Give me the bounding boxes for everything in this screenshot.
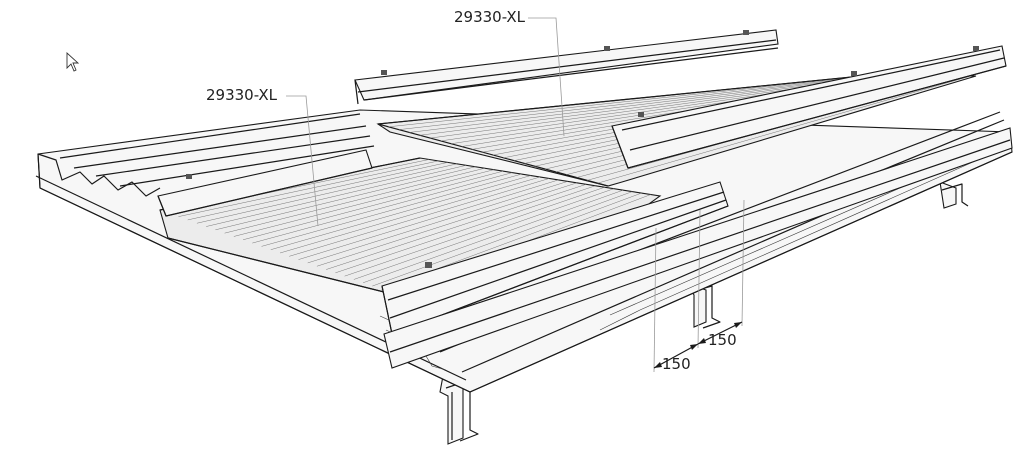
part-label-upper: 29330-XL (454, 8, 526, 26)
panel-rib (353, 188, 614, 280)
panel-rib (307, 181, 568, 264)
panel-rib (335, 185, 596, 274)
upper-right-capping (611, 45, 1007, 169)
panel-rib (233, 169, 494, 237)
panel-rib (362, 189, 624, 284)
panel-rib (388, 75, 868, 128)
panel-rib (270, 175, 531, 250)
steel-beam-back (939, 181, 969, 209)
panel-rib (326, 184, 587, 270)
panel-rib (316, 182, 577, 267)
panel-rib (215, 166, 476, 231)
panel-rib (372, 191, 633, 287)
panel-rib (279, 176, 541, 254)
panel-rib (597, 75, 971, 184)
panel-rib (187, 162, 448, 221)
panel-rib (243, 170, 504, 241)
arrow-cursor-icon (66, 51, 80, 72)
panel-rib (252, 172, 513, 244)
panel-rib (261, 173, 522, 247)
dimension-lines (653, 199, 745, 373)
panel-rib (224, 167, 485, 234)
leader-lines (286, 17, 565, 227)
dimension-label-right: 150 (708, 331, 737, 349)
front-long-rib (383, 127, 1013, 369)
panel-rib (398, 75, 873, 130)
mid-capping (157, 149, 373, 217)
panel-rib (409, 75, 878, 133)
panel-rib (206, 165, 467, 227)
part-label-lower: 29330-XL (206, 86, 278, 104)
panel-rib (344, 186, 605, 277)
panel-rib (178, 160, 439, 217)
dimension-label-left: 150 (662, 355, 691, 373)
panel-rib (289, 178, 550, 257)
rear-capping-rail (354, 29, 779, 105)
panel-rib (196, 163, 457, 224)
panel-rib (298, 179, 559, 260)
